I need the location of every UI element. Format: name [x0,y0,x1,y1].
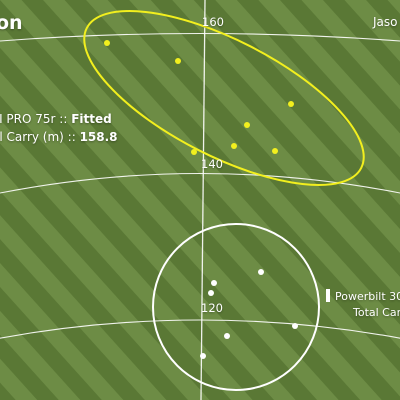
baseline-dispersion-circle [152,223,320,391]
distance-arc-160 [0,32,400,42]
fitted-carry-label: al Carry (m) :: 158.8 [0,130,118,144]
baseline-shot [224,333,230,339]
fitted-club-label: JJI PRO 75r :: Fitted [0,112,112,126]
player-name: Jaso [373,15,398,29]
fitted-carry-separator: :: [63,130,80,144]
distance-label-140: 140 [201,157,223,171]
baseline-shot [200,353,206,359]
baseline-legend-swatch [326,289,330,302]
distance-arc-140 [0,172,400,194]
fitted-shots [104,40,294,155]
distance-label-120: 120 [201,301,223,315]
fitted-shot [104,40,110,46]
baseline-shot [211,280,217,286]
fitted-shot [231,143,237,149]
baseline-shot [208,290,214,296]
page-title: on [0,12,23,34]
baseline-shot [292,323,298,329]
distance-arc-120 [0,319,400,339]
fitted-shot [175,58,181,64]
distance-label-160: 160 [202,15,224,29]
fitted-shot [244,122,250,128]
fitted-carry-text: al Carry (m) [0,130,64,144]
fitted-shot [191,149,197,155]
fitted-shot [288,101,294,107]
baseline-shots [200,269,298,359]
fitted-club-name: JJI PRO 75r [0,112,56,126]
baseline-club-name: Powerbilt 30 [335,290,400,303]
fitted-shot [272,148,278,154]
baseline-carry-label: Total Carr [353,306,400,319]
baseline-shot [258,269,264,275]
fitted-club-status: Fitted [71,112,112,126]
fitted-carry-value: 158.8 [79,130,118,144]
fitted-dispersion-ellipse [83,10,365,186]
fitted-club-separator: :: [55,112,72,126]
target-centre-line [200,0,206,400]
